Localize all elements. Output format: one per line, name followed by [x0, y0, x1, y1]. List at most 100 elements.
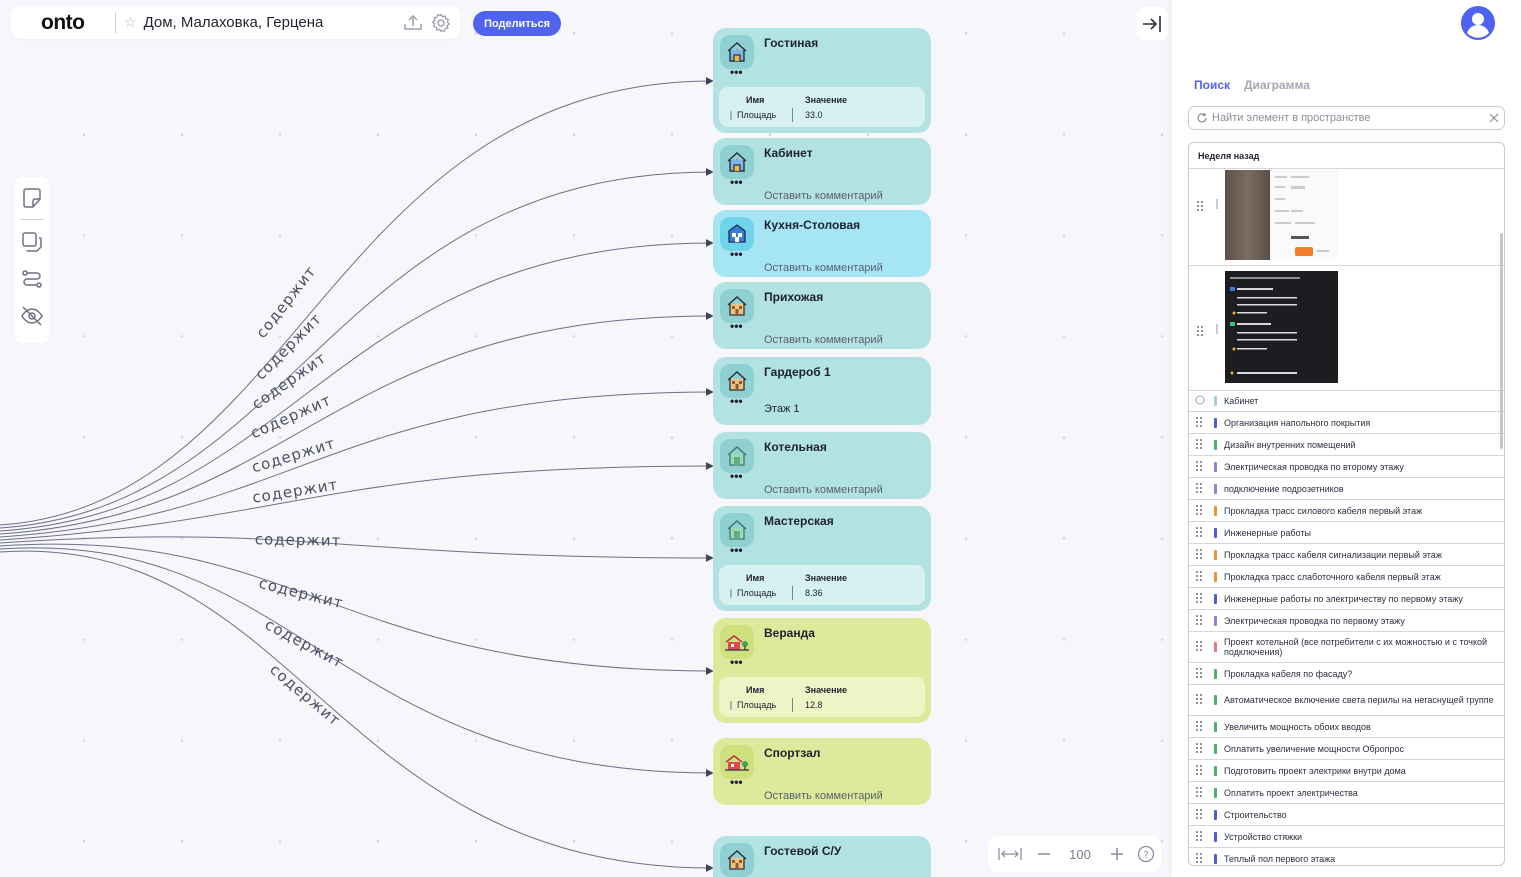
drag-handle-icon[interactable] [1195, 416, 1204, 430]
more-options-icon[interactable]: ••• [730, 469, 743, 483]
edge-line[interactable] [0, 462, 714, 541]
list-item[interactable]: Организация напольного покрытия [1189, 412, 1504, 434]
help-icon[interactable]: ? [1137, 845, 1155, 863]
prop-name[interactable]: Площадь [737, 588, 777, 598]
drag-handle-icon[interactable] [1195, 570, 1204, 584]
edge-line[interactable] [0, 536, 714, 562]
graph-node[interactable]: Веранда ••• Имя Значение Площадь 12.8 [713, 618, 931, 723]
fit-width-icon[interactable] [998, 847, 1022, 861]
edge-line[interactable] [0, 239, 714, 532]
graph-node[interactable]: Гардероб 1 •••Этаж 1 [713, 357, 931, 425]
more-options-icon[interactable]: ••• [730, 775, 743, 789]
node-title[interactable]: Кухня-Столовая [764, 218, 861, 232]
edge-line[interactable] [0, 312, 714, 535]
graph-node[interactable]: Спортзал ••• Оставить комментарий [713, 738, 931, 805]
list-item[interactable]: Прокладка трасс слаботочного кабеля перв… [1189, 566, 1504, 588]
prop-value[interactable]: 33.0 [805, 110, 823, 120]
list-item[interactable]: Прокладка трасс силового кабеля первый э… [1189, 500, 1504, 522]
list-item[interactable]: Автоматическое включение света перилы на… [1189, 685, 1504, 716]
list-item[interactable]: Дизайн внутренних помещений [1189, 434, 1504, 456]
share-button[interactable]: Поделиться [473, 11, 561, 36]
list-item[interactable]: Теплый пол первого этажа [1189, 848, 1504, 866]
logo[interactable]: onto [41, 10, 85, 34]
settings-gear-icon[interactable] [430, 12, 452, 34]
node-title[interactable]: Гостиная [764, 36, 819, 50]
graph-node[interactable]: Гостевой С/У ••• [713, 836, 931, 877]
edge-line[interactable] [0, 77, 714, 526]
edge-line[interactable] [0, 388, 714, 538]
tab-search[interactable]: Поиск [1194, 78, 1231, 92]
more-options-icon[interactable]: ••• [730, 543, 743, 557]
drag-handle-icon[interactable] [1195, 592, 1204, 606]
drag-handle-icon[interactable] [1195, 667, 1204, 681]
add-comment-link[interactable]: Оставить комментарий [764, 190, 883, 202]
graph-node[interactable]: Гостиная ••• Имя Значение Площадь 33.0 [713, 28, 931, 133]
node-title[interactable]: Веранда [764, 626, 815, 640]
add-comment-link[interactable]: Оставить комментарий [764, 484, 883, 496]
drag-handle-icon[interactable] [1195, 482, 1204, 496]
zoom-out-icon[interactable] [1036, 847, 1052, 861]
edge-label[interactable]: содержит [250, 434, 338, 477]
list-item[interactable]: подключение подрозетников [1189, 478, 1504, 500]
more-options-icon[interactable]: ••• [730, 65, 743, 79]
more-options-icon[interactable]: ••• [730, 655, 743, 669]
prop-name[interactable]: Площадь [737, 700, 777, 710]
list-item[interactable] [1189, 169, 1504, 266]
edge-label[interactable]: содержит [257, 574, 345, 612]
more-options-icon[interactable]: ••• [730, 874, 743, 877]
drag-handle-icon[interactable] [1195, 460, 1204, 474]
list-item[interactable]: Электрическая проводка по первому этажу [1189, 610, 1504, 632]
list-item[interactable]: Устройство стяжки [1189, 826, 1504, 848]
copy-notes-icon[interactable] [19, 229, 45, 255]
connection-icon[interactable] [19, 266, 45, 292]
list-item[interactable]: Прокладка кабеля по фасаду? [1189, 663, 1504, 685]
drag-handle-icon[interactable] [1195, 526, 1204, 540]
edge-label[interactable]: содержит [266, 660, 344, 729]
node-title[interactable]: Мастерская [764, 514, 834, 528]
graph-node[interactable]: Кабинет ••• Оставить комментарий [713, 138, 931, 205]
edge-label[interactable]: содержит [251, 475, 339, 506]
more-options-icon[interactable]: ••• [730, 319, 743, 333]
list-item[interactable]: Увеличить мощность обоих вводов [1189, 716, 1504, 738]
drag-handle-icon[interactable] [1195, 548, 1204, 562]
add-comment-link[interactable]: Оставить комментарий [764, 334, 883, 346]
list-item[interactable]: Оплатить увеличение мощности Обропрос [1189, 738, 1504, 760]
prop-name[interactable]: Площадь [737, 110, 777, 120]
list-item[interactable]: Инженерные работы [1189, 522, 1504, 544]
drag-handle-icon[interactable] [1195, 438, 1204, 452]
scrollbar[interactable] [1500, 233, 1503, 449]
list-item[interactable]: Кабинет [1189, 391, 1504, 412]
graph-node[interactable]: Мастерская ••• Имя Значение Площадь 8.36 [713, 506, 931, 611]
drag-handle-icon[interactable] [1195, 764, 1204, 778]
list-item[interactable]: Инженерные работы по электричеству по пе… [1189, 588, 1504, 610]
more-options-icon[interactable]: ••• [730, 394, 743, 408]
edge-label[interactable]: содержит [255, 530, 342, 550]
list-item[interactable]: Проект котельной (все потребители с их м… [1189, 632, 1504, 663]
graph-node[interactable]: Кухня-Столовая •••Оставить комментарий [713, 210, 931, 277]
drag-handle-icon[interactable] [1195, 808, 1204, 822]
list-item[interactable]: Строительство [1189, 804, 1504, 826]
star-icon[interactable]: ☆ [124, 14, 137, 30]
prop-value[interactable]: 8.36 [805, 588, 823, 598]
search-input[interactable] [1212, 112, 1482, 124]
list-item[interactable]: Прокладка трасс кабеля сигнализации перв… [1189, 544, 1504, 566]
drag-handle-icon[interactable] [1195, 614, 1204, 628]
edge-line[interactable] [0, 547, 714, 777]
graph-node[interactable]: Котельная •••Оставить комментарий [713, 432, 931, 499]
prop-value[interactable]: 12.8 [805, 700, 823, 710]
export-icon[interactable] [402, 12, 424, 34]
add-comment-link[interactable]: Оставить комментарий [764, 790, 883, 802]
node-title[interactable]: Спортзал [764, 746, 821, 760]
user-avatar-icon[interactable] [1460, 5, 1496, 41]
edge-line[interactable] [0, 543, 714, 675]
drag-handle-icon[interactable] [1195, 720, 1204, 734]
list-item[interactable] [1189, 266, 1504, 391]
node-title[interactable]: Кабинет [764, 146, 813, 160]
clear-search-icon[interactable] [1489, 113, 1499, 123]
hide-eye-icon[interactable] [19, 303, 45, 329]
drag-handle-icon[interactable] [1195, 786, 1204, 800]
drag-handle-icon[interactable] [1195, 830, 1204, 844]
drag-handle-icon[interactable] [1195, 742, 1204, 756]
add-comment-link[interactable]: Оставить комментарий [764, 262, 883, 274]
more-options-icon[interactable]: ••• [730, 175, 743, 189]
